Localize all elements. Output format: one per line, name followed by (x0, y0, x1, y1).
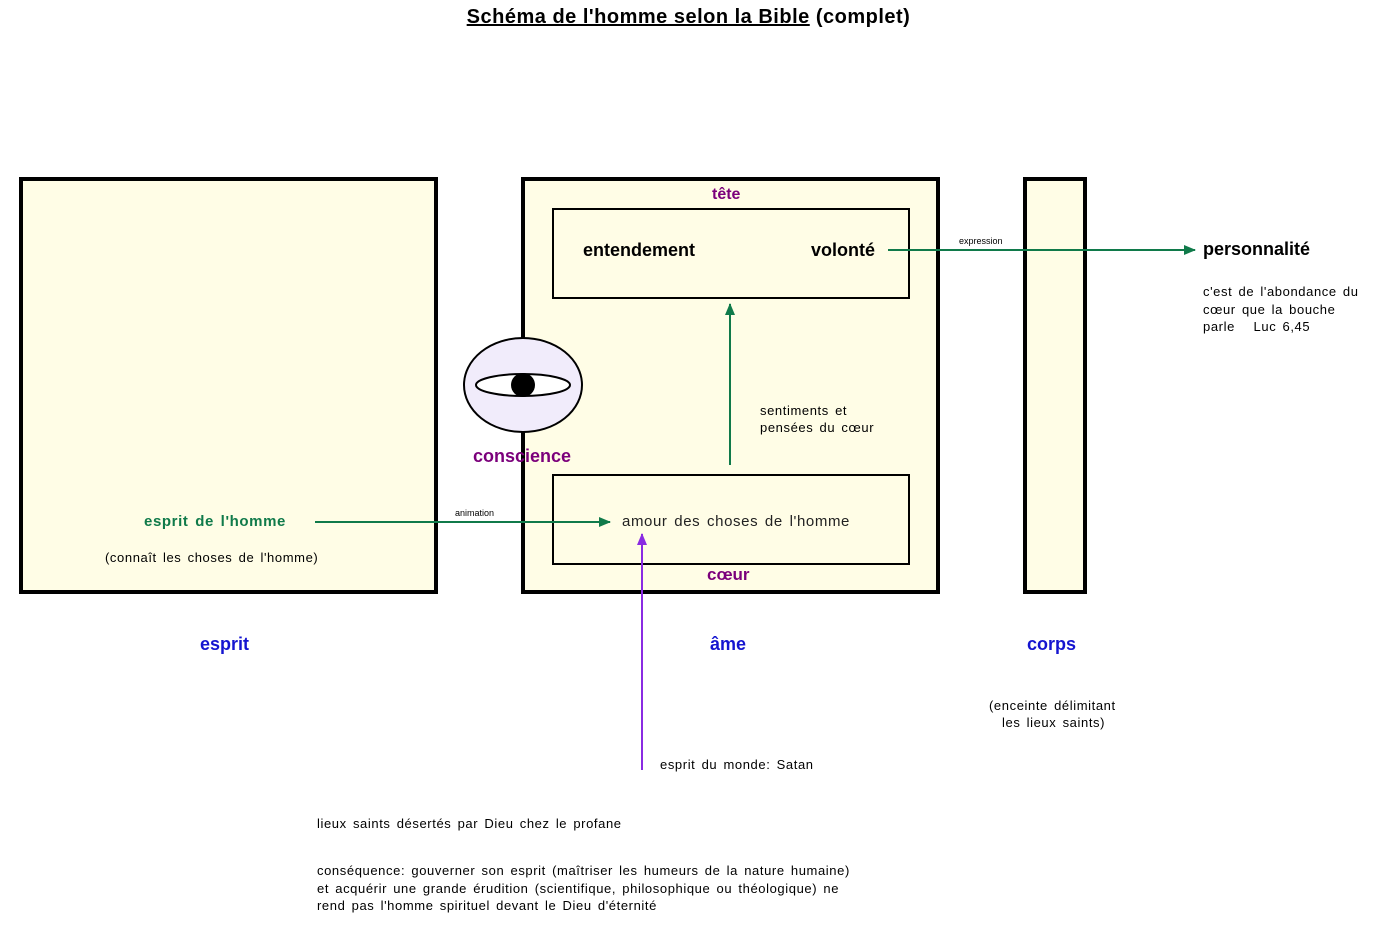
eye-icon (463, 337, 583, 433)
expression-label: expression (959, 236, 1003, 246)
world-spirit-label: esprit du monde: Satan (660, 757, 814, 772)
consequence-line3: rend pas l'homme spirituel devant le Die… (317, 898, 657, 913)
title-main: Schéma de l'homme selon la Bible (466, 6, 810, 28)
conscience-label: conscience (473, 446, 572, 466)
coeur-box (552, 474, 910, 565)
personnalite-label: personnalité (1203, 239, 1311, 259)
corps-note-line2: les lieux saints) (1002, 715, 1106, 730)
personality-quote-line3: parle Luc 6,45 (1203, 319, 1311, 334)
title-suffix: (complet) (815, 6, 911, 28)
consequence-line2: et acquérir une grande érudition (scient… (317, 881, 840, 896)
personality-quote-line2: cœur que la bouche (1203, 302, 1336, 317)
volonte-label: volonté (811, 240, 876, 260)
entendement-label: entendement (583, 240, 696, 260)
feelings-label-line1: sentiments et (760, 403, 848, 418)
tete-label: tête (712, 186, 741, 203)
personality-quote-line1: c'est de l'abondance du (1203, 284, 1359, 299)
corps-note-line1: (enceinte délimitant (989, 698, 1116, 713)
corps-box (1023, 177, 1087, 594)
corps-section-label: corps (1027, 634, 1077, 654)
esprit-section-label: esprit (200, 634, 250, 654)
tete-box (552, 208, 910, 299)
animation-label: animation (455, 508, 495, 518)
diagram-title: Schéma de l'homme selon la Bible (comple… (0, 6, 1377, 29)
coeur-content: amour des choses de l'homme (622, 513, 850, 530)
feelings-label-line2: pensées du cœur (760, 420, 875, 435)
coeur-label: cœur (707, 565, 750, 584)
ame-section-label: âme (710, 634, 747, 654)
esprit-box (19, 177, 438, 594)
esprit-de-l-homme-label: esprit de l'homme (144, 513, 286, 530)
esprit-note: (connaît les choses de l'homme) (105, 550, 319, 565)
note-lieux-saints: lieux saints désertés par Dieu chez le p… (317, 816, 622, 831)
consequence-line1: conséquence: gouverner son esprit (maîtr… (317, 863, 850, 878)
